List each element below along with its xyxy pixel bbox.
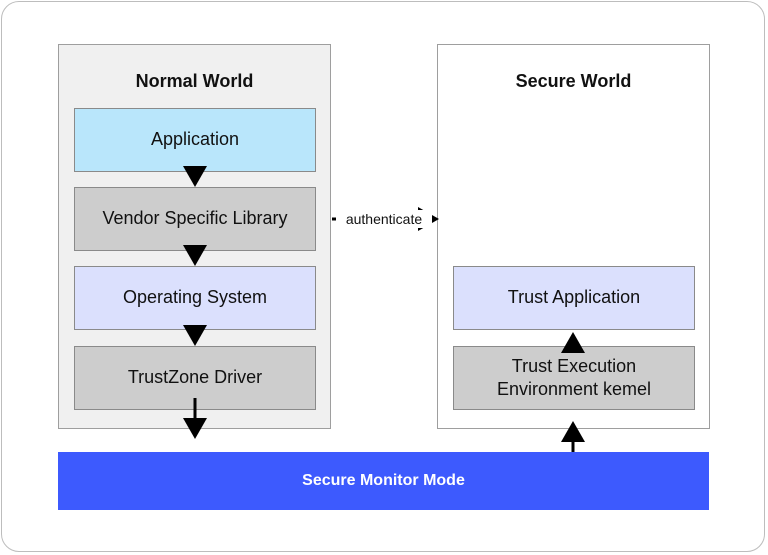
trust-application-label: Trust Application — [507, 287, 641, 308]
authenticate-label: authenticate — [336, 210, 432, 228]
secure-monitor-bar: Secure Monitor Mode — [58, 452, 709, 510]
trustzone-driver-box: TrustZone Driver — [74, 346, 316, 410]
operating-system-box: Operating System — [74, 266, 316, 330]
secure-world-title: Secure World — [515, 71, 632, 91]
tee-kernel-box: Trust Execution Environment kemel — [453, 346, 695, 410]
operating-system-label: Operating System — [122, 287, 268, 308]
vendor-library-label: Vendor Specific Library — [102, 208, 288, 229]
tee-kernel-label-line1: Trust Execution — [511, 355, 637, 376]
application-label: Application — [150, 129, 240, 150]
secure-monitor-label: Secure Monitor Mode — [302, 472, 465, 489]
trustzone-driver-label: TrustZone Driver — [127, 367, 263, 388]
trust-application-box: Trust Application — [453, 266, 695, 330]
normal-world-title: Normal World — [135, 71, 254, 91]
tee-kernel-label-line2: Environment kemel — [496, 379, 652, 399]
vendor-library-box: Vendor Specific Library — [74, 187, 316, 251]
application-box: Application — [74, 108, 316, 172]
